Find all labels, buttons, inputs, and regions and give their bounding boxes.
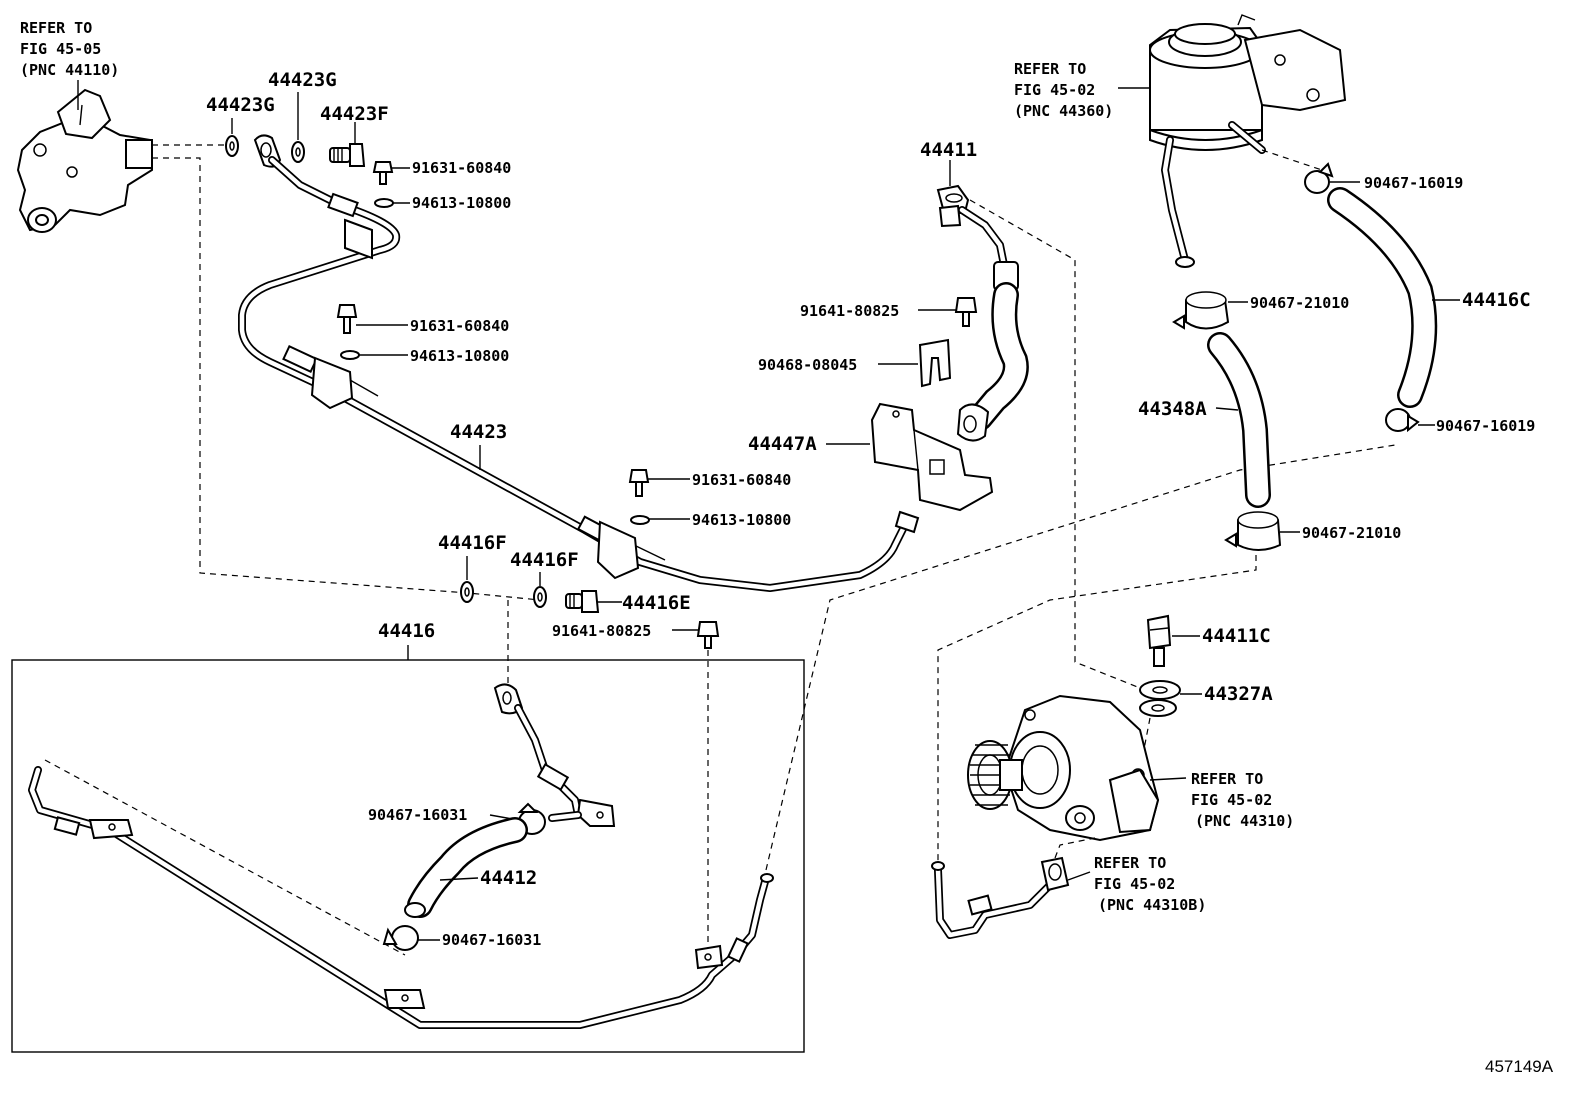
ref2-line3: (PNC 44360) <box>1014 102 1113 120</box>
bolt-91641-b <box>696 621 720 649</box>
reference-note-2: REFER TO FIG 45-02 (PNC 44360) <box>1014 60 1113 120</box>
label-44411: 44411 <box>920 139 977 161</box>
label-44416: 44416 <box>378 620 435 642</box>
ref2-line1: REFER TO <box>1014 60 1086 78</box>
pressure-hose-44411 <box>936 184 1029 442</box>
label-44423G-b: 44423G <box>268 69 337 91</box>
label-90467-16031-a: 90467-16031 <box>368 806 467 824</box>
ref3-line2: FIG 45-02 <box>1191 791 1272 809</box>
label-91641-a: 91641-80825 <box>800 302 899 320</box>
union-bolt-44423F <box>329 143 366 167</box>
ref3-line1: REFER TO <box>1191 770 1263 788</box>
ref4-line3: (PNC 44310B) <box>1098 896 1206 914</box>
label-91631-b: 91631-60840 <box>410 317 509 335</box>
hose-clamp-90467-21010-a <box>1172 291 1230 330</box>
washer-94613-b <box>340 350 360 360</box>
label-44416F-b: 44416F <box>510 549 579 571</box>
bolt-91631-b <box>336 304 358 334</box>
label-94613-a: 94613-10800 <box>412 194 511 212</box>
label-44416F-a: 44416F <box>438 532 507 554</box>
clip-90468-08045 <box>918 338 952 388</box>
bolt-91631-c <box>628 469 650 497</box>
hose-clamp-90467-16019-b <box>1385 408 1420 433</box>
hose-44416C <box>1327 187 1438 408</box>
reference-note-1: REFER TO FIG 45-05 (PNC 44110) <box>20 19 119 79</box>
dash-inlet-to-pump <box>1054 837 1096 859</box>
bolt-91631-a <box>372 161 394 185</box>
reservoir-tank <box>1149 14 1347 268</box>
pump-inlet-pipe <box>931 856 1070 939</box>
dash-pipe-end <box>44 759 406 956</box>
label-90467-21010-b: 90467-21010 <box>1302 524 1401 542</box>
return-pipe-fitting <box>493 683 616 827</box>
washer-94613-c <box>630 515 650 525</box>
reference-note-3: REFER TO FIG 45-02 (PNC 44310) <box>1191 770 1294 830</box>
dash-cooler-to-tank <box>765 444 1396 871</box>
label-94613-c: 94613-10800 <box>692 511 791 529</box>
label-91641-b: 91641-80825 <box>552 622 651 640</box>
label-44447A: 44447A <box>748 433 817 455</box>
ref3-leader <box>1149 777 1187 781</box>
washer-44423G-b <box>291 141 305 163</box>
label-91631-a: 91631-60840 <box>412 159 511 177</box>
washer-44423G-a <box>225 135 239 157</box>
union-bolt-44416E <box>565 590 600 613</box>
hose-clamp-90467-21010-b <box>1224 511 1282 551</box>
dash-hose-to-pump-inlet <box>937 555 1257 862</box>
reference-note-4: REFER TO FIG 45-02 (PNC 44310B) <box>1094 854 1206 914</box>
tube-clamp-middle <box>310 356 379 410</box>
pump-drive-gear <box>967 740 1023 810</box>
ref1-line3: (PNC 44110) <box>20 61 119 79</box>
washer-94613-a <box>374 198 394 208</box>
ref1-line1: REFER TO <box>20 19 92 37</box>
dash-gear-bottom <box>152 157 541 601</box>
tube-clamp-upper <box>344 218 373 260</box>
label-90468-08045: 90468-08045 <box>758 356 857 374</box>
label-44423G-a: 44423G <box>206 94 275 116</box>
hose-clamp-90467-16031-b <box>382 925 419 951</box>
cooler-pipe <box>28 766 774 1029</box>
gasket-44327A <box>1139 680 1181 717</box>
label-44327A: 44327A <box>1204 683 1273 705</box>
vane-pump <box>1003 694 1160 842</box>
steering-gear-housing <box>16 88 154 233</box>
label-91631-c: 91631-60840 <box>692 471 791 489</box>
ref2-line2: FIG 45-02 <box>1014 81 1095 99</box>
assembly-box-44416 <box>11 659 805 1053</box>
hose-clamp-90467-16019-a <box>1304 162 1334 194</box>
label-44348A: 44348A <box>1138 398 1207 420</box>
label-44412: 44412 <box>480 867 537 889</box>
union-bolt-44411C <box>1146 614 1172 667</box>
ref3-line3: (PNC 44310) <box>1195 812 1294 830</box>
ref4-line1: REFER TO <box>1094 854 1166 872</box>
label-90467-16019-b: 90467-16019 <box>1436 417 1535 435</box>
hose-44412 <box>404 817 528 918</box>
dash-tank-to-clamp <box>1261 149 1323 171</box>
dash-hose-to-pump <box>969 199 1151 693</box>
ref4-line2: FIG 45-02 <box>1094 875 1175 893</box>
hose-44348A <box>1207 332 1271 508</box>
washer-44416F-a-hole <box>464 587 470 597</box>
leader-44348A <box>1215 407 1239 411</box>
tube-clamp-lower <box>596 520 666 580</box>
figure-id: 457149A <box>1485 1057 1554 1076</box>
label-90467-16019-a: 90467-16019 <box>1364 174 1463 192</box>
label-44411C: 44411C <box>1202 625 1271 647</box>
bolt-91641-a <box>954 297 978 327</box>
label-44423: 44423 <box>450 421 507 443</box>
label-44423F: 44423F <box>320 103 389 125</box>
washer-44416F-b-hole <box>537 592 543 602</box>
label-44416C: 44416C <box>1462 289 1531 311</box>
ref4-leader <box>1067 871 1091 881</box>
leader-44412 <box>439 877 479 881</box>
bracket-44447A <box>870 402 994 512</box>
label-94613-b: 94613-10800 <box>410 347 509 365</box>
ref1-line2: FIG 45-05 <box>20 40 101 58</box>
label-90467-16031-b: 90467-16031 <box>442 931 541 949</box>
label-90467-21010-a: 90467-21010 <box>1250 294 1349 312</box>
label-44416E: 44416E <box>622 592 691 614</box>
